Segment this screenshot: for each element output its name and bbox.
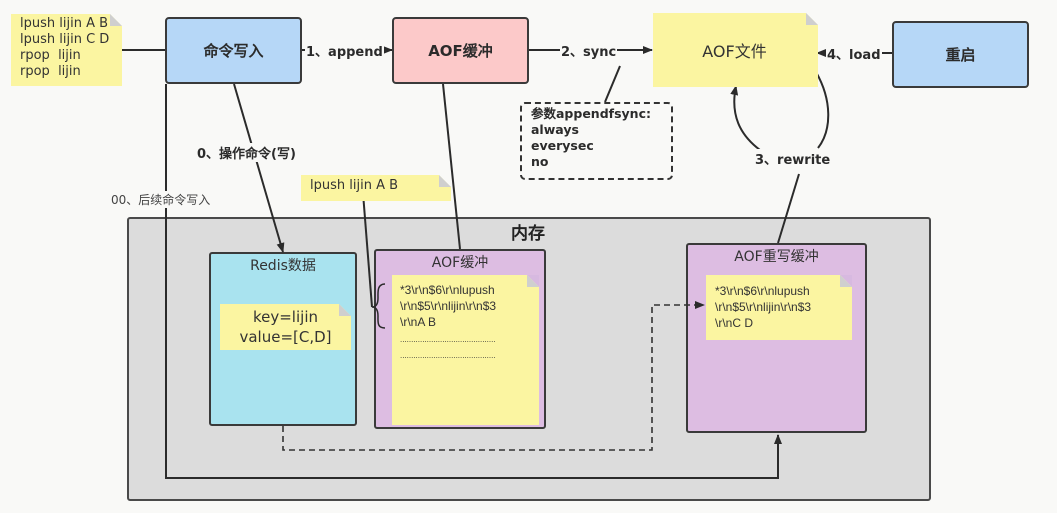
redis-kv-note: key=lijin value=[C,D] xyxy=(220,304,351,350)
command-line: lpush lijin A B xyxy=(20,16,109,31)
note-fold-icon xyxy=(806,13,818,25)
restart-node: 重启 xyxy=(892,21,1029,88)
aof-file-node: AOF文件 xyxy=(653,13,818,87)
aof-buffer-line: \r\n$5\r\nlijin\r\n$3 xyxy=(400,299,497,313)
append-label: 1、append xyxy=(305,41,384,60)
aof-buffer-line: \r\nA B xyxy=(400,315,437,329)
subsequent-write-label: 00、后续命令写入 xyxy=(110,191,212,208)
command-line: rpop lijin xyxy=(20,48,81,63)
command-line: lpush lijin C D xyxy=(20,32,110,47)
aof-rewrite-buffer-title: AOF重写缓冲 xyxy=(734,249,819,265)
load-label: 4、load xyxy=(826,44,882,63)
aof-buffer-node: AOF缓冲 xyxy=(392,17,529,84)
redis-data-title: Redis数据 xyxy=(250,258,316,274)
aof-rewrite-line: \r\n$5\r\nlijin\r\n$3 xyxy=(715,300,812,314)
note-fold-icon xyxy=(110,14,122,26)
appendfsync-option: always xyxy=(531,122,579,137)
aof-buffer-title: AOF缓冲 xyxy=(431,255,489,271)
aof-file-label: AOF文件 xyxy=(702,42,767,61)
commands-note: lpush lijin A B lpush lijin C D rpop lij… xyxy=(11,14,122,86)
command-line: rpop lijin xyxy=(20,64,81,79)
aof-rewrite-note: *3\r\n$6\r\nlupush \r\n$5\r\nlijin\r\n$3… xyxy=(706,275,852,340)
note-fold-icon xyxy=(840,275,852,287)
command-write-node: 命令写入 xyxy=(165,17,302,84)
memory-title: 内存 xyxy=(511,224,545,244)
redis-key: key=lijin xyxy=(252,308,318,326)
note-fold-icon xyxy=(439,175,451,187)
aof-buffer-line: *3\r\n$6\r\nlupush xyxy=(400,283,495,297)
edge-sync-note xyxy=(604,65,621,103)
aof-rewrite-line: *3\r\n$6\r\nlupush xyxy=(715,284,810,298)
appendfsync-title: 参数appendfsync: xyxy=(531,106,651,121)
op-write-label: 0、操作命令(写) xyxy=(196,143,297,162)
appendfsync-note: 参数appendfsync: always everysec no xyxy=(520,102,673,180)
aof-buffer-dots: ........................................… xyxy=(400,335,496,344)
redis-value: value=[C,D] xyxy=(239,328,332,346)
appendfsync-option: everysec xyxy=(531,138,594,153)
buffer-command-note: lpush lijin A B xyxy=(301,175,451,201)
edge-rewrite-out xyxy=(730,85,761,151)
aof-rewrite-line: \r\nC D xyxy=(715,316,754,330)
appendfsync-option: no xyxy=(531,154,549,169)
buffer-command-text: lpush lijin A B xyxy=(310,178,399,193)
note-fold-icon xyxy=(339,304,351,316)
note-fold-icon xyxy=(527,275,539,287)
sync-label: 2、sync xyxy=(560,41,618,60)
aof-buffer-dots: ........................................… xyxy=(400,351,496,360)
rewrite-label: 3、rewrite xyxy=(754,149,832,168)
aof-buffer-note: *3\r\n$6\r\nlupush \r\n$5\r\nlijin\r\n$3… xyxy=(392,275,539,425)
